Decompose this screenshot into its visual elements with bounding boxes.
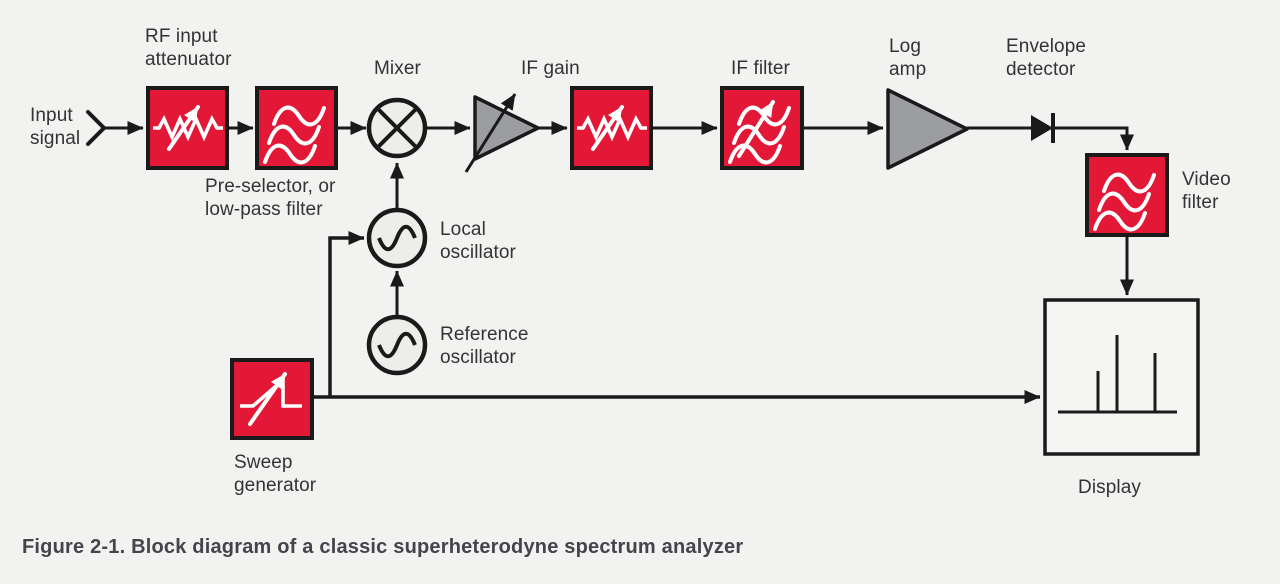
log-amp (886, 88, 969, 170)
signal-path-wires (86, 110, 1134, 404)
sweep-ramp-icon (240, 372, 302, 426)
envelope-detector-diode-icon (1031, 113, 1055, 143)
label-envelope-detector: Envelope detector (1006, 36, 1087, 80)
label-input-signal: Input signal (30, 105, 81, 149)
input-terminal-icon (86, 110, 107, 146)
label-reference-oscillator: Reference oscillator (440, 324, 529, 368)
sweep-generator-block (230, 358, 314, 440)
mixer-node (366, 97, 428, 159)
rf-input-attenuator-block (146, 86, 229, 170)
label-rf-input-attenuator: RF input attenuator (145, 26, 232, 70)
if-filter-block (720, 86, 804, 170)
wire-sweep-to-lo (328, 231, 365, 397)
if-gain-attenuator-block (570, 86, 653, 170)
local-oscillator-node (366, 207, 428, 269)
mixer-cross-icon (375, 106, 419, 150)
video-filter-block (1085, 153, 1169, 237)
label-log-amp: Log amp (889, 36, 927, 80)
variable-gain-arrow-icon (464, 93, 517, 173)
wire-detector-to-videofilter (1053, 126, 1134, 151)
tunable-arrow-icon (737, 100, 775, 158)
label-mixer: Mixer (374, 58, 421, 79)
label-if-filter: IF filter (731, 58, 790, 79)
spectrum-trace-icon (1058, 335, 1177, 414)
figure-caption: Figure 2-1. Block diagram of a classic s… (22, 536, 744, 558)
if-gain-amp (464, 93, 540, 173)
label-preselector: Pre-selector, or low-pass filter (205, 176, 336, 220)
reference-oscillator-node (366, 314, 428, 376)
label-video-filter: Video filter (1182, 169, 1231, 213)
label-display: Display (1078, 477, 1141, 498)
label-if-gain: IF gain (521, 58, 580, 79)
display-block (1043, 298, 1200, 456)
label-sweep-generator: Sweep generator (234, 452, 317, 496)
preselector-filter-block (255, 86, 338, 170)
label-local-oscillator: Local oscillator (440, 219, 516, 263)
